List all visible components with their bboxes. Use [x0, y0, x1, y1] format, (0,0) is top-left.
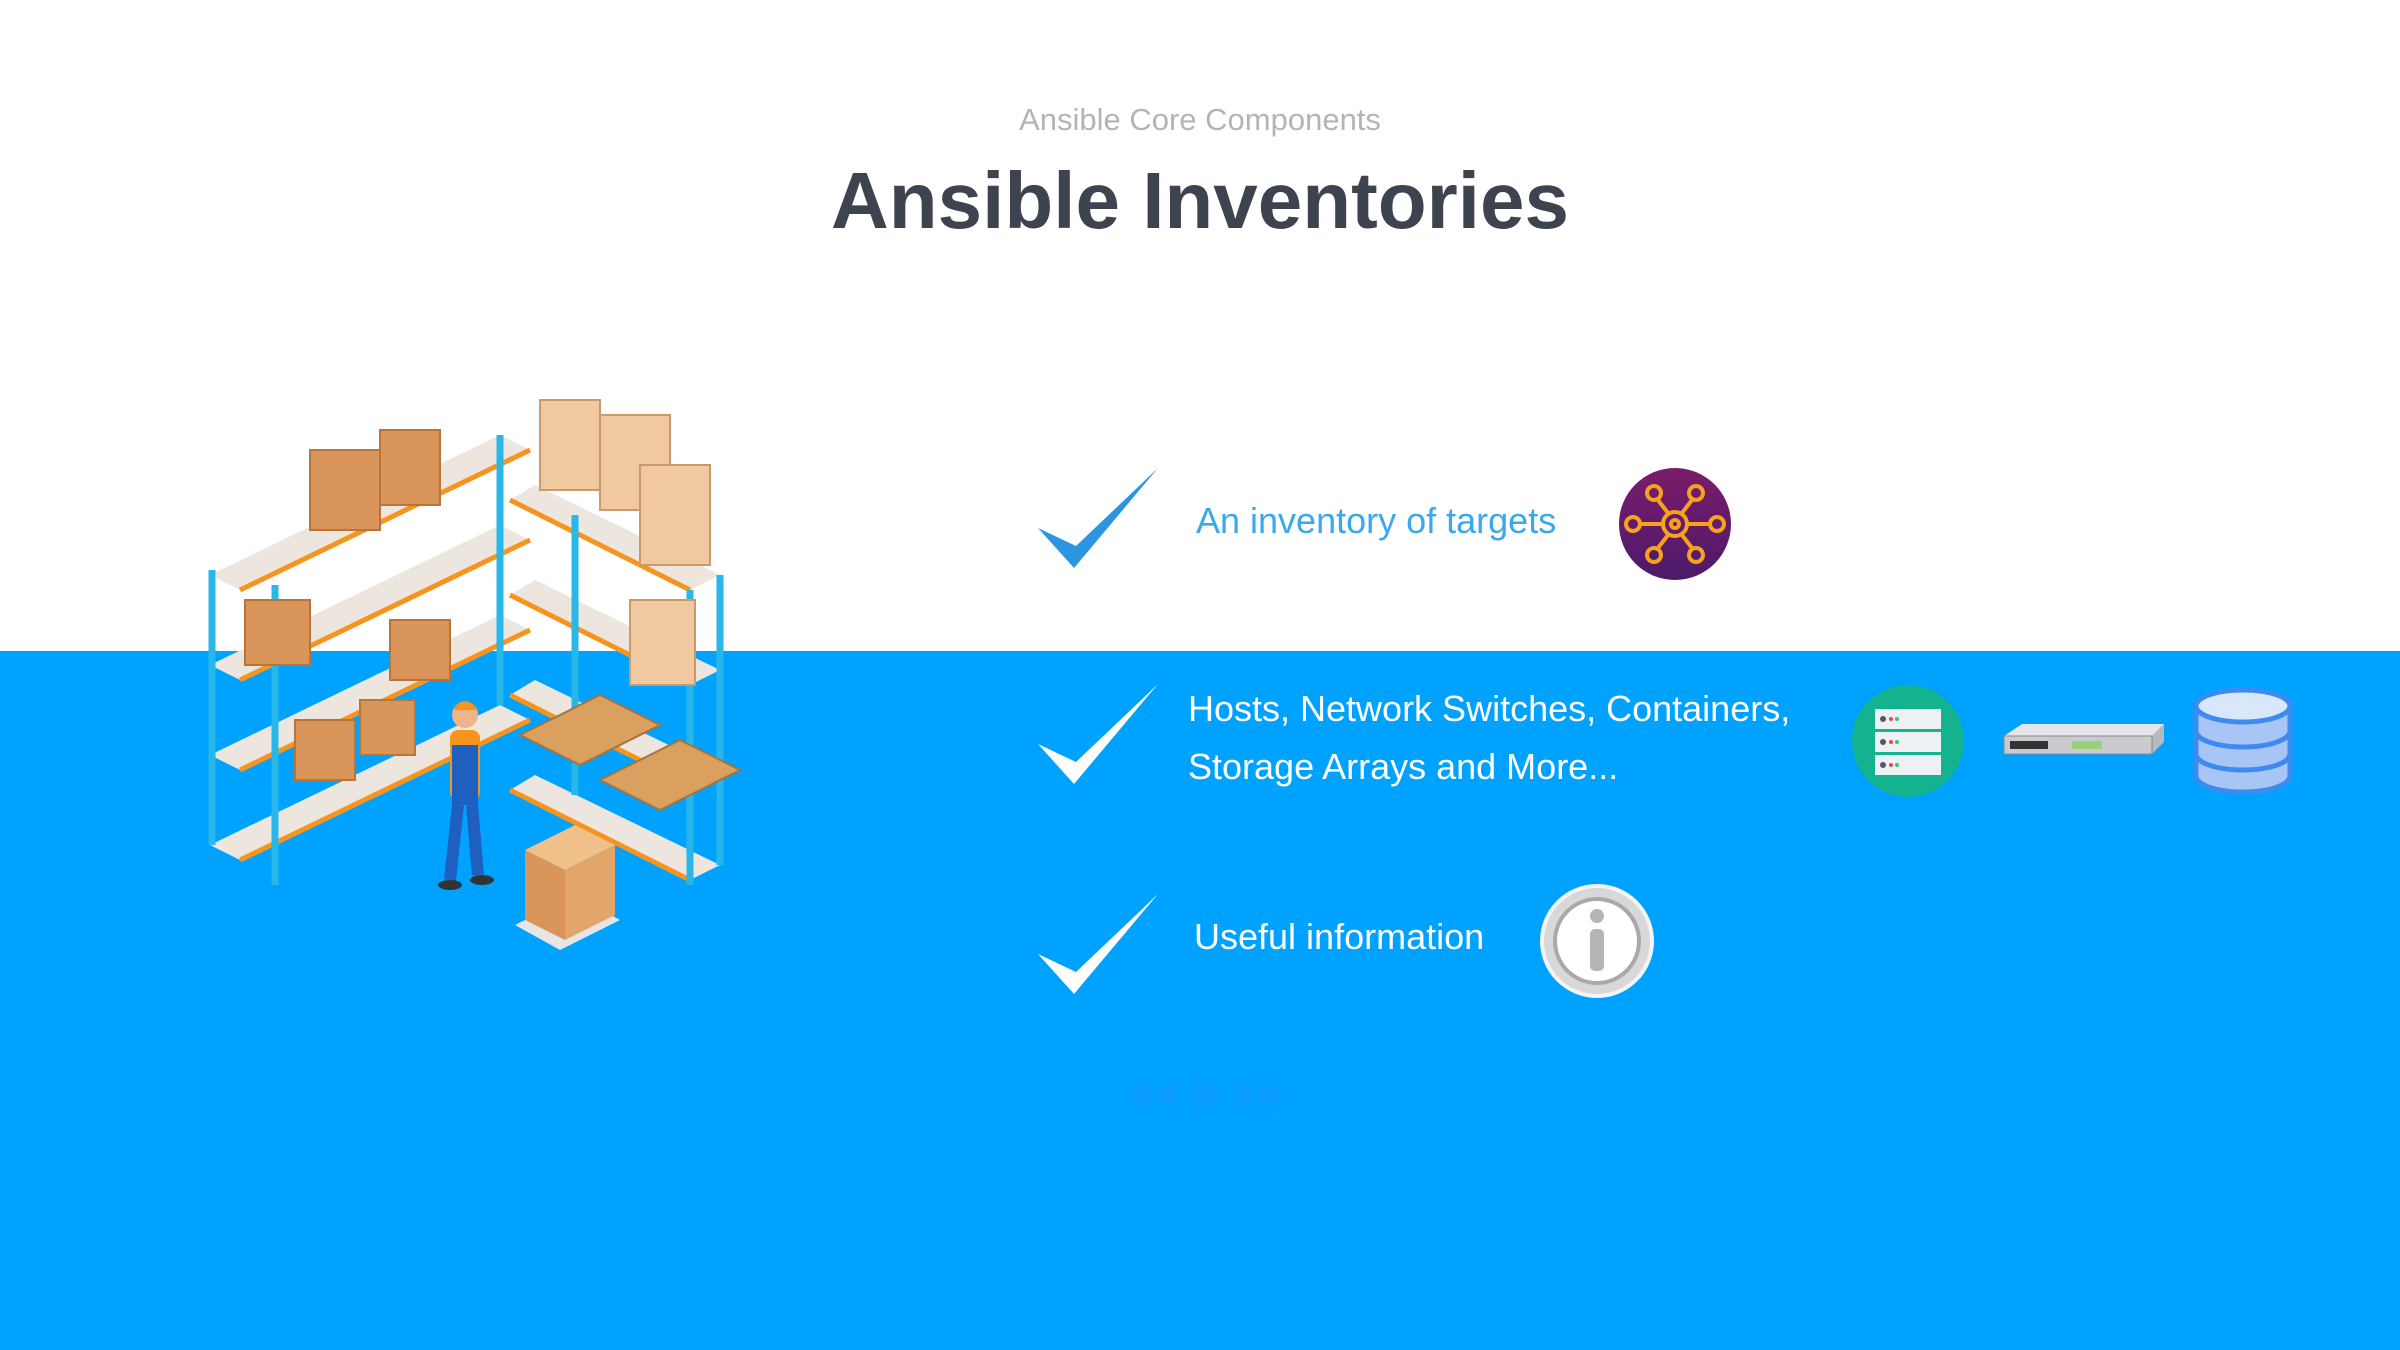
- rewind-button: [1125, 1080, 1150, 1110]
- bullet-target-types-line2: Storage Arrays and More...: [1188, 746, 1619, 787]
- bullet-useful-information: Useful information: [1194, 916, 1485, 957]
- left-shelf: [208, 429, 532, 885]
- warehouse-illustration: [208, 399, 743, 950]
- database-icon: [2193, 687, 2293, 795]
- checkmark-icon: [1038, 468, 1158, 568]
- checkmark-icon: [1038, 684, 1158, 784]
- right-shelf: [508, 399, 743, 885]
- checkmark-icon: [1038, 894, 1158, 994]
- worker-figure: [438, 701, 494, 890]
- bullet-target-types-line1: Hosts, Network Switches, Containers,: [1188, 688, 1791, 729]
- floor-box: [515, 825, 620, 950]
- info-icon: [1540, 884, 1654, 998]
- server-icon: [1852, 685, 1964, 797]
- play-button: [1193, 1075, 1225, 1115]
- bullet-inventory-of-targets: An inventory of targets: [1196, 500, 1557, 541]
- video-controls[interactable]: [900, 1050, 1400, 1130]
- bullet-target-types: Hosts, Network Switches, Containers, Sto…: [1188, 680, 1790, 796]
- network-switch-icon: [2003, 724, 2164, 755]
- slide-title: Ansible Inventories: [831, 156, 1569, 245]
- network-hub-icon: [1619, 468, 1731, 580]
- fast-forward-button: [1235, 1080, 1260, 1110]
- slide-subtitle: Ansible Core Components: [1019, 102, 1381, 137]
